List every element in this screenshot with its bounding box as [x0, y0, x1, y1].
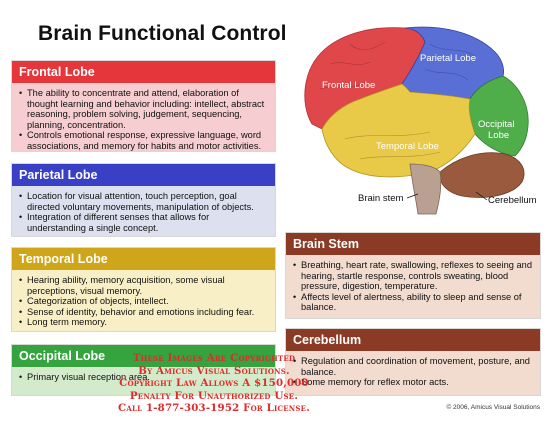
frontal-lobe-list: The ability to concentrate and attend, e…	[12, 83, 275, 152]
brain-stem-list: Breathing, heart rate, swallowing, refle…	[286, 255, 540, 313]
temporal-sulci	[344, 131, 441, 160]
frontal-sulci	[319, 41, 386, 90]
temporal-lobe-card: Temporal Lobe Hearing ability, memory ac…	[11, 247, 276, 332]
occipital-lobe-card: Occipital Lobe Primary visual reception …	[11, 344, 276, 396]
occipital-lobe-region	[468, 75, 529, 157]
diagram-label-cerebellum: Cerebellum	[488, 195, 537, 206]
brain-stem-heading: Brain Stem	[286, 233, 540, 255]
frontal-lobe-card: Frontal Lobe The ability to concentrate …	[11, 60, 276, 152]
list-item: Categorization of objects, intellect.	[19, 296, 269, 307]
cerebellum-region	[439, 152, 525, 198]
brain-stem-region	[409, 163, 442, 215]
copyright-notice: © 2006, Amicus Visual Solutions	[446, 404, 540, 411]
list-item: Integration of different senses that all…	[19, 212, 269, 233]
occipital-lobe-heading: Occipital Lobe	[12, 345, 275, 367]
watermark-line: These Images Are Copyrighted	[132, 352, 296, 364]
diagram-label-temporal: Temporal Lobe	[376, 141, 439, 152]
cerebellum-heading: Cerebellum	[286, 329, 540, 351]
cerebellum-card: Cerebellum Regulation and coordination o…	[285, 328, 541, 396]
list-item: Primary visual reception area.	[19, 372, 269, 383]
copyright-watermark: These Images Are Copyrighted By Amicus V…	[104, 352, 324, 415]
list-item: Regulation and coordination of movement,…	[293, 356, 534, 377]
list-item: Breathing, heart rate, swallowing, refle…	[293, 260, 534, 292]
brain-stem-card: Brain Stem Breathing, heart rate, swallo…	[285, 232, 541, 319]
temporal-lobe-list: Hearing ability, memory acquisition, som…	[12, 270, 275, 328]
list-item: Controls emotional response, expressive …	[19, 130, 269, 151]
diagram-label-occipital-line1: Occipital	[478, 119, 514, 130]
watermark-line: Penalty For Unauthorized Use.	[129, 389, 299, 402]
watermark-line: Copyright Law Allows A $150,000	[119, 377, 309, 390]
watermark-line: Call 1-877-303-1952 For License.	[118, 402, 310, 415]
cerebellum-leader-line	[475, 191, 488, 201]
occipital-lobe-list: Primary visual reception area.	[12, 367, 275, 383]
brain-diagram: Frontal Lobe Parietal Lobe Occipital Lob…	[304, 26, 537, 215]
diagram-label-frontal: Frontal Lobe	[322, 80, 375, 91]
list-item: Hearing ability, memory acquisition, som…	[19, 275, 269, 296]
watermark-line: By Amicus Visual Solutions.	[138, 364, 290, 377]
list-item: Sense of identity, behavior and emotions…	[19, 307, 269, 318]
page-title: Brain Functional Control	[38, 22, 287, 45]
list-item: The ability to concentrate and attend, e…	[19, 88, 269, 130]
brain-stem-leader-line	[406, 193, 419, 199]
list-item: Long term memory.	[19, 317, 269, 328]
frontal-lobe-heading: Frontal Lobe	[12, 61, 275, 83]
parietal-lobe-card: Parietal Lobe Location for visual attent…	[11, 163, 276, 237]
parietal-lobe-heading: Parietal Lobe	[12, 164, 275, 186]
temporal-lobe-heading: Temporal Lobe	[12, 248, 275, 270]
parietal-lobe-list: Location for visual attention, touch per…	[12, 186, 275, 233]
list-item: Affects level of alertness, ability to s…	[293, 292, 534, 313]
list-item: Location for visual attention, touch per…	[19, 191, 269, 212]
temporal-lobe-region	[321, 83, 476, 178]
parietal-sulci	[424, 43, 476, 81]
diagram-label-parietal: Parietal Lobe	[420, 53, 476, 64]
diagram-label-brain-stem: Brain stem	[358, 193, 403, 204]
diagram-label-occipital-line2: Lobe	[488, 130, 509, 141]
list-item: Some memory for reflex motor acts.	[293, 377, 534, 388]
cerebellum-list: Regulation and coordination of movement,…	[286, 351, 540, 388]
